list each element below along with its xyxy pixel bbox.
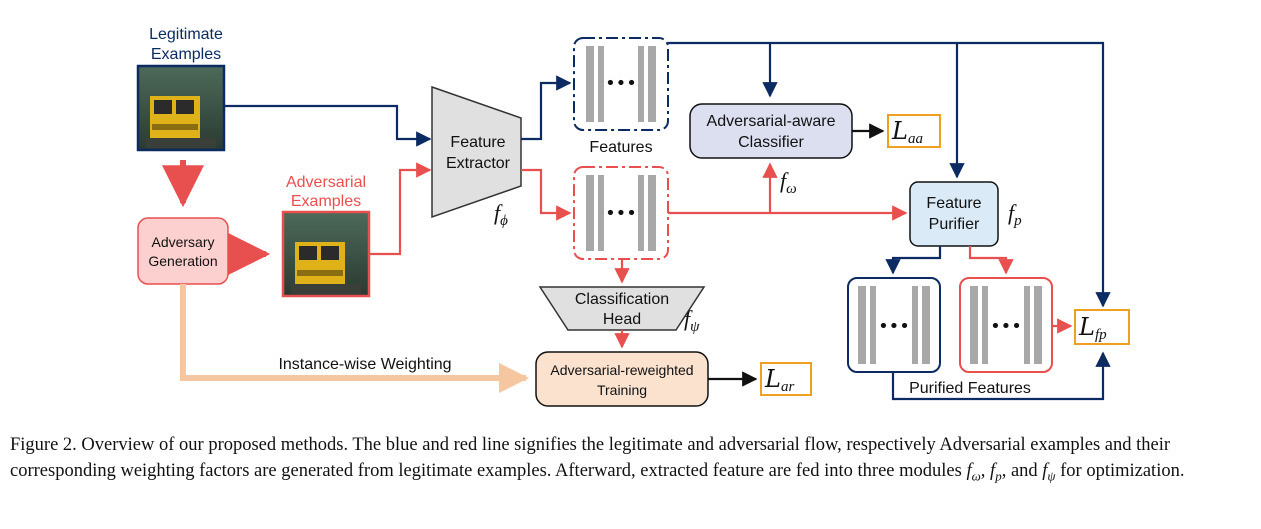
classification-head-line2: Head [603, 311, 641, 328]
adversary-generation-line2: Generation [148, 253, 217, 269]
loss-aa-label: Laa [891, 117, 923, 147]
classification-head-line1: Classification [575, 291, 669, 308]
adversarial-label-line1: Adversarial [286, 174, 366, 191]
instance-weighting-label: Instance-wise Weighting [278, 356, 451, 373]
adversarial-purified-block: ••• [959, 277, 1053, 373]
feature-extractor-line1: Feature [450, 134, 505, 151]
adversary-generation-box [137, 217, 229, 285]
loss-fp-label: Lfp [1078, 313, 1107, 343]
purifier-to-adv-purified [968, 246, 1014, 275]
training-line2: Training [597, 382, 647, 398]
f-omega-label: fω [780, 168, 797, 197]
classifier-line1: Adversarial-aware [707, 113, 836, 130]
adv-purified-ellipsis: ••• [990, 316, 1022, 337]
feature-purifier-box [909, 181, 999, 247]
features-label: Features [589, 139, 652, 156]
legitimate-bus-image [136, 64, 226, 152]
purified-features-label: Purified Features [909, 380, 1031, 397]
legitimate-flow-to-extractor [224, 104, 432, 147]
loss-ar-label: Lar [764, 365, 794, 395]
legit-purified-ellipsis: ••• [878, 316, 910, 337]
legitimate-top-bus [668, 41, 1111, 308]
caption-sep2: , and [1001, 461, 1043, 481]
loss-aa-box [887, 114, 941, 148]
f-phi-label: fϕ [494, 200, 508, 229]
caption-end: for optimization. [1055, 461, 1185, 481]
caption-f-psi: fψ [1042, 461, 1056, 484]
adversarial-features-ellipsis: ••• [605, 203, 637, 224]
feature-extractor-block [431, 85, 522, 219]
adversarial-flow-to-features [521, 168, 572, 221]
training-line1: Adversarial-reweighted [550, 362, 693, 378]
legitimate-label-line2: Examples [151, 46, 221, 63]
feature-extractor-line2: Extractor [446, 155, 511, 172]
legitimate-flow-to-features [521, 75, 572, 141]
legitimate-features-block: ••• [573, 37, 669, 131]
caption-f-p: fp [990, 461, 1002, 484]
instance-weighting-flow [180, 284, 529, 393]
legitimate-features-ellipsis: ••• [605, 73, 637, 94]
adversarial-features-block: ••• [573, 166, 669, 260]
purifier-to-legit-purified [885, 246, 942, 275]
loss-fp-box [1074, 309, 1130, 345]
f-psi-label: fψ [684, 306, 700, 335]
classifier-line2: Classifier [738, 134, 804, 151]
purifier-line1: Feature [926, 195, 981, 212]
loss-ar-box [760, 362, 812, 396]
caption-text: Figure 2. Overview of our proposed metho… [10, 435, 1171, 481]
legitimate-label-line1: Legitimate [149, 26, 223, 43]
method-overview-diagram: Legitimate Examples Adversary Generation… [136, 26, 1130, 407]
adversary-generation-line1: Adversary [151, 234, 214, 250]
caption-sep1: , [980, 461, 991, 481]
adversarial-bus-image [281, 210, 371, 298]
f-p-label: fp [1008, 200, 1022, 229]
caption-f-omega: fω [966, 461, 981, 484]
figure-caption: Figure 2. Overview of our proposed metho… [10, 432, 1250, 490]
legitimate-purified-block: ••• [847, 277, 941, 373]
adversarial-label-line2: Examples [291, 193, 361, 210]
legit-purified-to-loss-fp [891, 351, 1111, 401]
classification-head-block [538, 286, 706, 331]
adversarial-flow-to-extractor [369, 162, 432, 256]
purifier-line2: Purifier [929, 216, 980, 233]
